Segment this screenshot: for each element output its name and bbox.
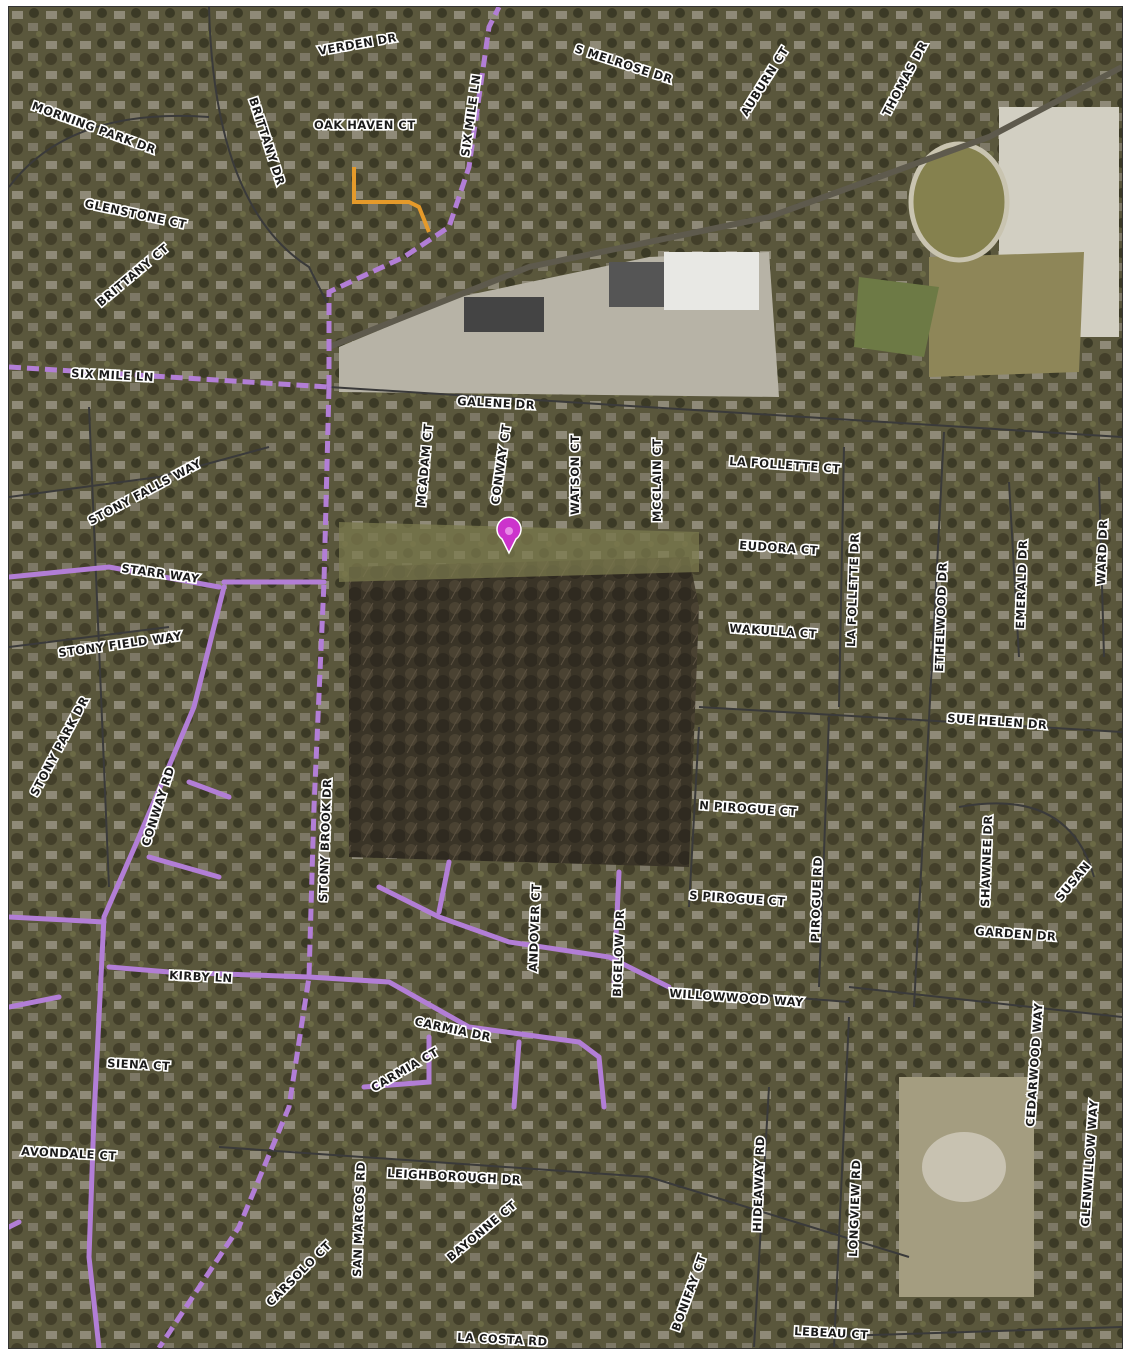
street-label: EMERALD DR	[1013, 539, 1030, 629]
building-roof	[464, 297, 544, 332]
athletic-field	[929, 252, 1084, 377]
street-label: WARD DR	[1094, 519, 1110, 585]
running-track	[908, 141, 1010, 263]
grass-clearing	[339, 522, 699, 582]
street-network	[9, 7, 1122, 1348]
street-label: SHAWNEE DR	[978, 815, 995, 907]
baseball-field	[854, 277, 939, 357]
bike-routes	[9, 564, 672, 1348]
street-label: BIGELOW DR	[610, 910, 627, 998]
orange-trail	[352, 167, 431, 233]
street-label: LONGVIEW RD	[846, 1159, 863, 1257]
building-roof	[609, 262, 664, 307]
railroad	[327, 64, 1122, 350]
wooded-area	[349, 557, 699, 867]
aerial-map[interactable]: VERDEN DR MORNING PARK DR BRITTANY DR OA…	[8, 6, 1123, 1349]
street-label: STONY BROOK DR	[316, 778, 334, 902]
street-label: SIENA CT	[107, 1056, 171, 1073]
street-label: SAN MARCOS RD	[350, 1161, 368, 1277]
street-label: WATSON CT	[568, 435, 582, 516]
street-label: KIRBY LN	[169, 968, 233, 985]
location-pin-icon[interactable]	[496, 516, 522, 555]
street-label: GALENE DR	[457, 394, 536, 412]
store-roof	[664, 252, 759, 310]
map-canvas[interactable]: VERDEN DR MORNING PARK DR BRITTANY DR OA…	[9, 7, 1122, 1348]
street-label: LA COSTA RD	[457, 1330, 548, 1348]
street-label: ANDOVER CT	[526, 883, 543, 972]
street-label: AVONDALE CT	[21, 1144, 117, 1163]
street-label: SIX MILE LN	[71, 366, 154, 384]
street-label: LA FOLLETTE DR	[844, 533, 862, 647]
street-label: MCCLAIN CT	[650, 438, 664, 522]
dashed-routes	[9, 7, 502, 1348]
street-label: HIDEAWAY RD	[750, 1136, 767, 1232]
street-label: PIROGUE RD	[808, 856, 825, 942]
street-label: LEBEAU CT	[794, 1324, 869, 1342]
street-label: OAK HAVEN CT	[314, 118, 416, 132]
facility-building	[922, 1132, 1006, 1202]
street-label: ETHELWOOD DR	[932, 562, 950, 672]
